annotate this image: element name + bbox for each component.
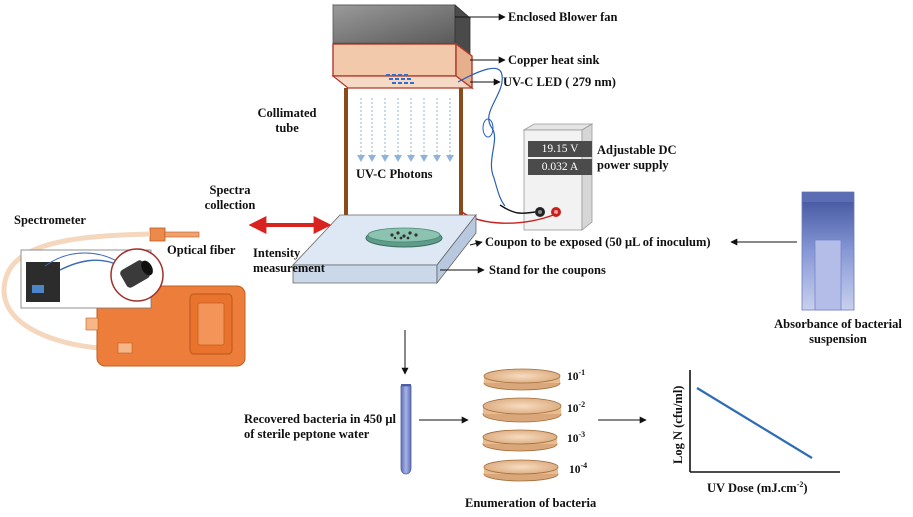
plot-decay-line (696, 387, 813, 459)
label-spectra-line2: collection (204, 198, 256, 212)
current-readout: 0.032 A (528, 159, 592, 175)
label-stand: Stand for the coupons (489, 263, 606, 277)
label-recovered-line2: of sterile peptone water (244, 427, 370, 441)
black-lead (499, 204, 536, 215)
dilution-label-1: 10-1 (567, 368, 585, 383)
dilution-label-2: 10-2 (567, 400, 585, 415)
label-coupon-exposed: Coupon to be exposed (50 μL of inoculum) (485, 235, 711, 249)
plot-y-label: Log N (cfu/ml) (671, 385, 685, 464)
collimated-rod-right (459, 88, 463, 218)
dilution-exp-3: -3 (578, 430, 586, 439)
uvc-led-array (386, 74, 414, 84)
dilution-base-4: 10 (569, 464, 581, 476)
label-uvc-led: UV-C LED ( 279 nm) (503, 75, 616, 89)
optical-fiber-cable (1, 231, 151, 353)
label-spectrometer: Spectrometer (14, 213, 86, 227)
dilution-base-2: 10 (567, 403, 579, 415)
dilution-exp-4: -4 (580, 461, 588, 470)
label-enumeration: Enumeration of bacteria (465, 496, 597, 510)
uvc-photon-rays (357, 98, 454, 162)
dilution-label-4: 10-4 (569, 461, 587, 476)
label-recovered-bacteria: Recovered bacteria in 450 μl of sterile … (244, 412, 396, 442)
agar-plate-4 (483, 459, 559, 482)
test-tube (400, 384, 412, 475)
label-collimated-tube: Collimated tube (252, 106, 322, 136)
optical-fiber-probe (149, 227, 200, 242)
label-blower-fan: Enclosed Blower fan (508, 10, 618, 24)
plot-x-label-exp: -2 (796, 480, 804, 489)
label-absorbance: Absorbance of bacterial suspension (768, 317, 908, 347)
label-intensity-line2: measurement (253, 261, 325, 275)
label-collimated-line2: tube (275, 121, 299, 135)
label-uvc-photons: UV-C Photons (356, 167, 433, 181)
inactivation-plot (689, 370, 840, 473)
plot-x-label: UV Dose (mJ.cm-2) (707, 480, 808, 496)
dilution-label-3: 10-3 (567, 430, 585, 445)
label-power-supply-line1: Adjustable DC (597, 143, 677, 157)
label-optical-fiber: Optical fiber (167, 243, 236, 257)
label-collimated-line1: Collimated (257, 106, 317, 120)
led-supply-wire (457, 67, 506, 207)
absorbance-cuvette (801, 191, 855, 311)
coupon-pointer (469, 240, 483, 247)
label-intensity-line1: Intensity (253, 246, 301, 260)
coupon-dish (365, 227, 443, 248)
label-absorbance-line2: suspension (809, 332, 867, 346)
label-absorbance-line1: Absorbance of bacterial (774, 317, 902, 331)
agar-plate-2 (482, 397, 562, 423)
plot-x-label-tail: ) (803, 481, 808, 495)
dilution-exp-1: -1 (578, 368, 586, 377)
dilution-base-3: 10 (567, 433, 579, 445)
wire-coil (482, 118, 494, 138)
label-spectra-collection: Spectra collection (196, 183, 264, 213)
label-power-supply: Adjustable DC power supply (597, 143, 677, 173)
dilution-base-1: 10 (567, 371, 579, 383)
collimated-rod-left (344, 88, 348, 218)
agar-plate-1 (483, 368, 561, 391)
agar-plate-3 (482, 429, 558, 452)
voltage-readout: 19.15 V (528, 141, 592, 157)
dilution-exp-2: -2 (578, 400, 586, 409)
label-intensity-measurement: Intensity measurement (253, 246, 325, 276)
plot-x-label-main: UV Dose (mJ.cm (707, 481, 797, 495)
label-heat-sink: Copper heat sink (508, 53, 600, 67)
label-spectra-line1: Spectra (209, 183, 251, 197)
label-recovered-line1: Recovered bacteria in 450 μl (244, 412, 396, 426)
dc-power-supply (522, 123, 594, 231)
label-power-supply-line2: power supply (597, 158, 669, 172)
spectrometer-photo-inset (20, 248, 164, 309)
copper-heat-sink (331, 42, 474, 90)
